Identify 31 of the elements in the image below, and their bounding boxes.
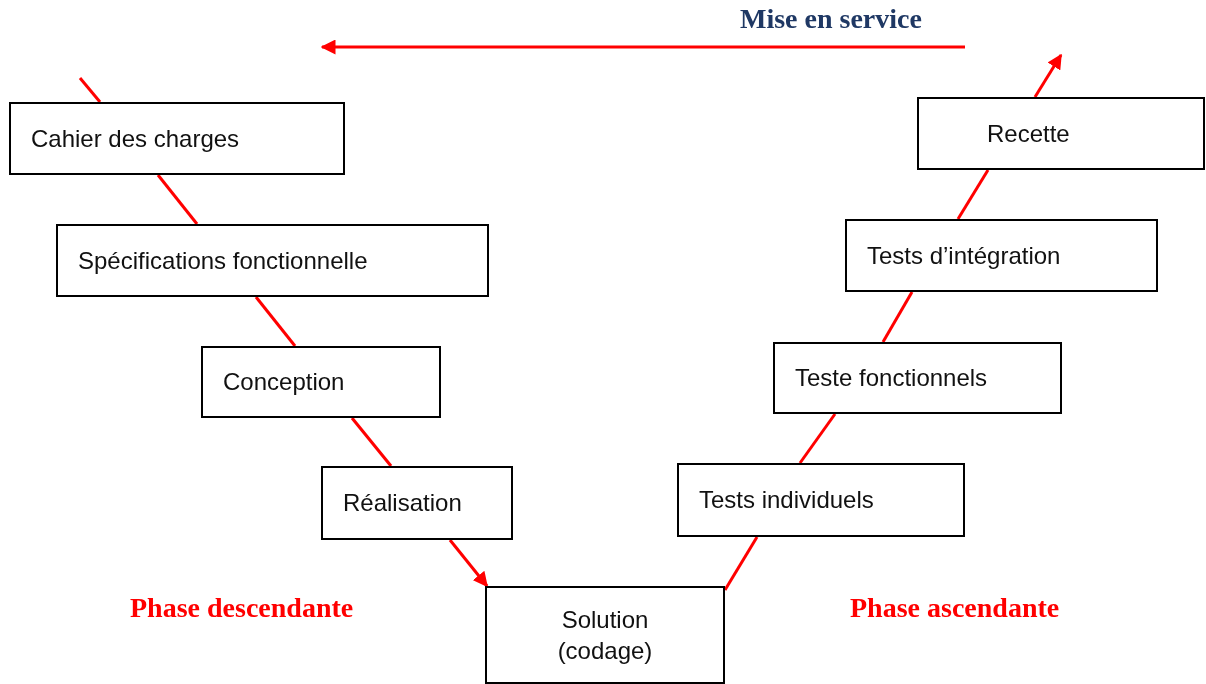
connector-line — [881, 291, 914, 343]
connector-line — [254, 296, 297, 347]
process-box — [9, 102, 345, 175]
connector-line — [156, 174, 199, 225]
connector-line — [798, 413, 837, 464]
phase-label: Phase ascendante — [850, 592, 1060, 624]
connector-line — [350, 417, 393, 467]
box-label: Cahier des charges — [31, 123, 240, 154]
process-box — [321, 466, 513, 540]
arrow — [1033, 53, 1063, 98]
process-box — [845, 219, 1158, 292]
process-box — [201, 346, 441, 418]
process-box — [56, 224, 489, 297]
process-box — [485, 586, 725, 684]
connector-line — [78, 77, 102, 103]
arrow — [448, 539, 489, 588]
box-label: Spécifications fonctionnelle — [78, 245, 368, 276]
box-label: Réalisation — [343, 488, 462, 519]
box-label: Conception — [223, 367, 345, 398]
connector-line — [956, 169, 990, 220]
process-box — [917, 97, 1205, 170]
process-box — [677, 463, 965, 537]
box-label: Recette — [987, 118, 1070, 149]
box-label: Teste fonctionnels — [795, 363, 988, 394]
process-box — [773, 342, 1062, 414]
box-label: Tests individuels — [699, 485, 874, 516]
direction-label: Mise en service — [740, 3, 922, 35]
box-label: Solution (codage) — [556, 604, 654, 666]
connector-line — [723, 536, 759, 591]
phase-label: Phase descendante — [130, 592, 354, 624]
box-label: Tests d’intégration — [867, 240, 1061, 271]
